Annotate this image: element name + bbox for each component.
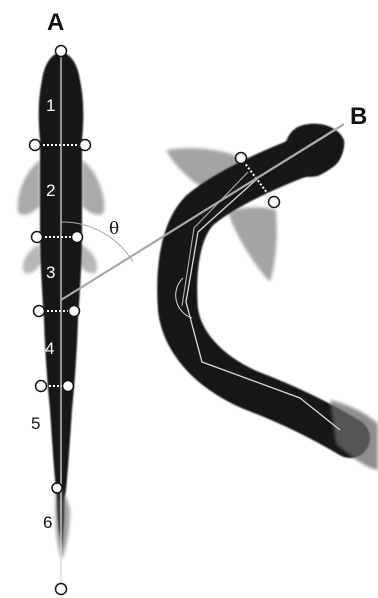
- panel-a: A 1 2 3 4 5 6 θ: [18, 9, 133, 595]
- fish-b-tail-fin: [330, 400, 378, 470]
- fish-a-tail-marker: [56, 584, 67, 595]
- fish-a-marker-4-right: [63, 381, 74, 392]
- segment-label-6: 6: [43, 513, 52, 532]
- fish-a-marker-2-left: [32, 232, 43, 243]
- fish-a-left-pelvic-fin: [23, 244, 42, 273]
- fish-a-marker-5: [52, 483, 62, 493]
- fish-a-marker-3-left: [34, 306, 45, 317]
- fish-b-body: [177, 150, 350, 438]
- segment-label-2: 2: [46, 181, 55, 200]
- fish-b-head: [284, 124, 344, 177]
- fish-b-marker-left: [236, 153, 247, 164]
- segment-label-1: 1: [46, 96, 55, 115]
- fish-a-marker-1-right: [80, 140, 91, 151]
- segment-label-3: 3: [46, 263, 55, 282]
- panel-b: B α: [166, 103, 378, 470]
- fish-a-marker-1-left: [30, 140, 41, 151]
- fish-b-right-fin: [228, 207, 277, 282]
- fish-a-marker-3-right: [69, 306, 80, 317]
- fish-a-marker-2-right: [72, 232, 83, 243]
- theta-label: θ: [109, 219, 119, 239]
- fish-b-marker-right: [269, 197, 280, 208]
- alpha-label: α: [206, 287, 218, 307]
- fish-a-right-pectoral-fin: [82, 160, 104, 215]
- fish-a-marker-4-left: [36, 381, 47, 392]
- panel-a-label: A: [47, 9, 64, 36]
- fish-a-left-pectoral-fin: [18, 160, 40, 215]
- segment-label-5: 5: [31, 414, 40, 433]
- fish-a-snout-marker: [56, 46, 67, 57]
- panel-b-label: B: [350, 103, 367, 130]
- segment-label-4: 4: [45, 339, 54, 358]
